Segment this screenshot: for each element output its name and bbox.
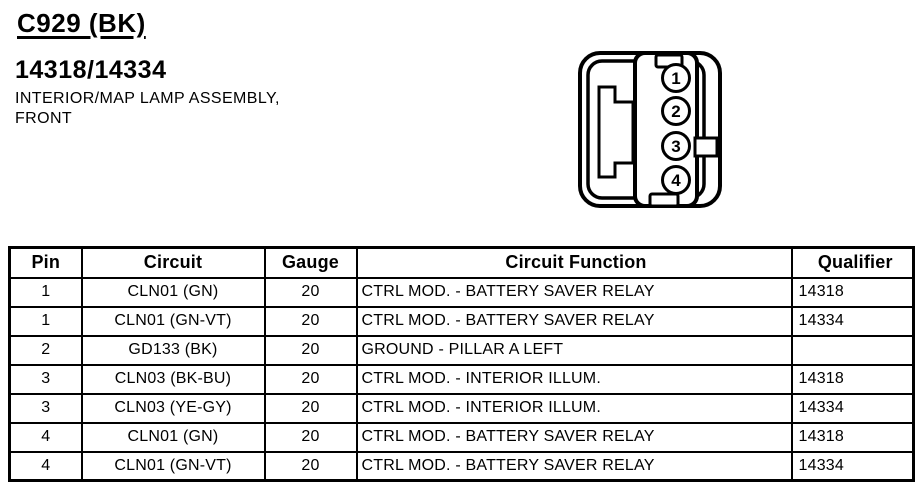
cell-gauge: 20 [263, 363, 358, 395]
pinout-table: Pin Circuit Gauge Circuit Function Quali… [8, 246, 915, 482]
pin-3-cavity [661, 131, 691, 161]
table-header-row: Pin Circuit Gauge Circuit Function Quali… [8, 246, 915, 279]
col-header-pin: Pin [8, 246, 83, 279]
cell-gauge: 20 [263, 450, 358, 482]
cell-gauge: 20 [263, 392, 358, 424]
pin-1-cavity [661, 63, 691, 93]
pin-1-label: 1 [671, 69, 680, 88]
cell-qualifier: 14334 [790, 392, 915, 424]
cell-circuit: GD133 (BK) [80, 334, 266, 366]
cell-qualifier: 14334 [790, 305, 915, 337]
connector-description: INTERIOR/MAP LAMP ASSEMBLY, FRONT [15, 89, 280, 129]
cell-qualifier [790, 334, 915, 366]
cell-circuit-function: CTRL MOD. - BATTERY SAVER RELAY [355, 421, 793, 453]
cell-circuit-function: CTRL MOD. - BATTERY SAVER RELAY [355, 450, 793, 482]
cell-gauge: 20 [263, 276, 358, 308]
part-numbers: 14318/14334 [15, 56, 167, 84]
table-row: 1 CLN01 (GN) 20 CTRL MOD. - BATTERY SAVE… [8, 276, 915, 308]
cell-qualifier: 14318 [790, 363, 915, 395]
description-line-1: INTERIOR/MAP LAMP ASSEMBLY, [15, 90, 280, 107]
cell-circuit-function: CTRL MOD. - BATTERY SAVER RELAY [355, 305, 793, 337]
cell-pin: 4 [8, 450, 83, 482]
connector-title: C929 (BK) [17, 8, 146, 39]
col-header-qualifier: Qualifier [790, 246, 915, 279]
cell-pin: 4 [8, 421, 83, 453]
table-row: 3 CLN03 (BK-BU) 20 CTRL MOD. - INTERIOR … [8, 363, 915, 395]
pin-2-cavity [661, 96, 691, 126]
cell-qualifier: 14318 [790, 421, 915, 453]
cell-gauge: 20 [263, 305, 358, 337]
connector-latch [693, 136, 719, 158]
cell-circuit-function: GROUND - PILLAR A LEFT [355, 334, 793, 366]
connector-id: C929 (BK) [17, 8, 146, 38]
table-row: 4 CLN01 (GN) 20 CTRL MOD. - BATTERY SAVE… [8, 421, 915, 453]
table-row: 4 CLN01 (GN-VT) 20 CTRL MOD. - BATTERY S… [8, 450, 915, 482]
cell-circuit: CLN01 (GN-VT) [80, 450, 266, 482]
connector-bottom-notch [648, 192, 680, 208]
cell-pin: 2 [8, 334, 83, 366]
cell-pin: 1 [8, 305, 83, 337]
cell-circuit: CLN01 (GN) [80, 276, 266, 308]
cell-pin: 3 [8, 363, 83, 395]
cell-pin: 3 [8, 392, 83, 424]
cell-circuit-function: CTRL MOD. - INTERIOR ILLUM. [355, 363, 793, 395]
pin-3-label: 3 [671, 137, 680, 156]
cell-qualifier: 14318 [790, 276, 915, 308]
cell-gauge: 20 [263, 421, 358, 453]
description-line-2: FRONT [15, 110, 73, 127]
cell-circuit: CLN01 (GN-VT) [80, 305, 266, 337]
pin-4-label: 4 [671, 171, 681, 190]
table-row: 2 GD133 (BK) 20 GROUND - PILLAR A LEFT [8, 334, 915, 366]
cell-gauge: 20 [263, 334, 358, 366]
cell-circuit-function: CTRL MOD. - INTERIOR ILLUM. [355, 392, 793, 424]
cell-circuit: CLN01 (GN) [80, 421, 266, 453]
cell-circuit: CLN03 (YE-GY) [80, 392, 266, 424]
cell-circuit-function: CTRL MOD. - BATTERY SAVER RELAY [355, 276, 793, 308]
table-row: 3 CLN03 (YE-GY) 20 CTRL MOD. - INTERIOR … [8, 392, 915, 424]
col-header-circuit: Circuit [80, 246, 266, 279]
connector-keyway [597, 85, 635, 179]
cell-circuit: CLN03 (BK-BU) [80, 363, 266, 395]
connector-diagram: 1 2 3 4 [578, 51, 722, 208]
col-header-gauge: Gauge [263, 246, 358, 279]
table-row: 1 CLN01 (GN-VT) 20 CTRL MOD. - BATTERY S… [8, 305, 915, 337]
col-header-circuit-function: Circuit Function [355, 246, 793, 279]
cell-pin: 1 [8, 276, 83, 308]
pin-2-label: 2 [671, 102, 680, 121]
pin-4-cavity [661, 165, 691, 195]
cell-qualifier: 14334 [790, 450, 915, 482]
